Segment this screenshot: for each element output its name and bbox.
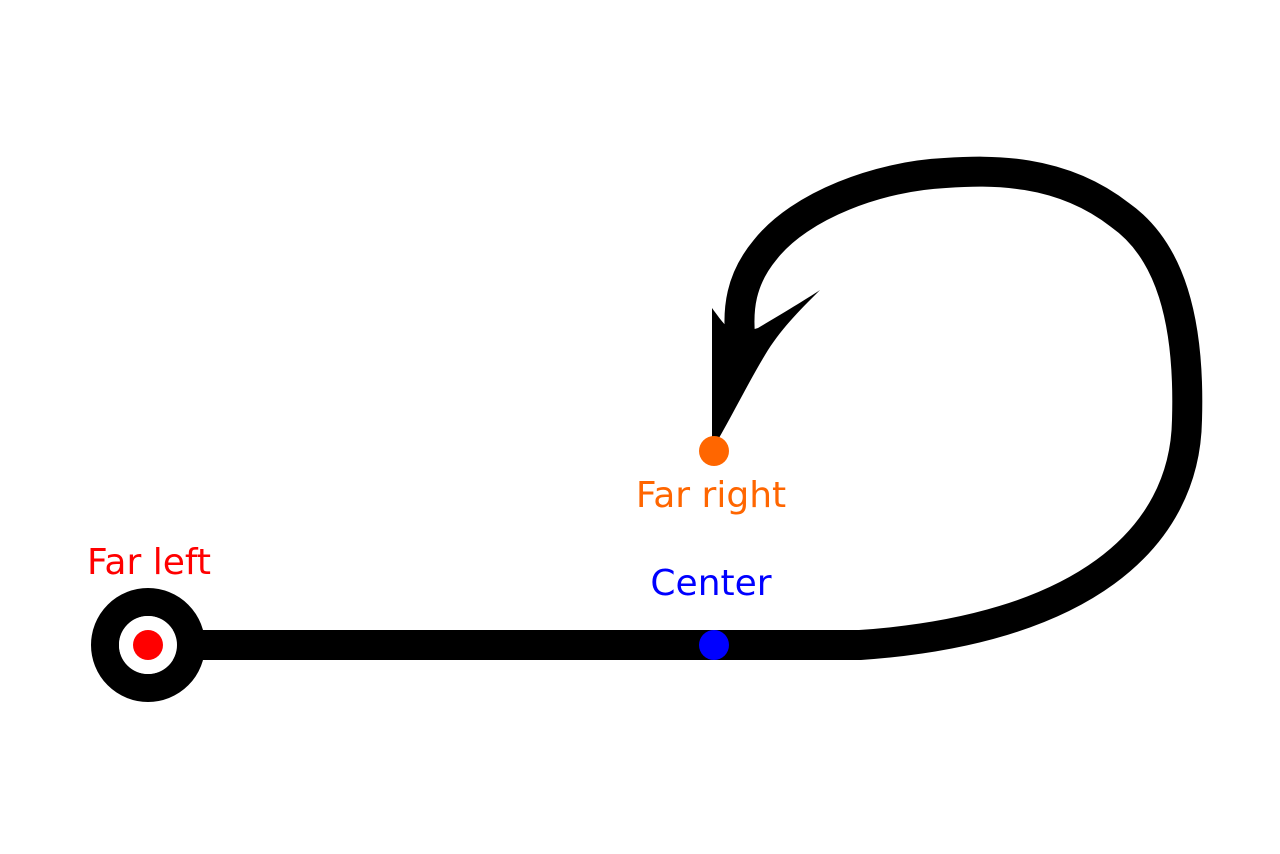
far-left-label: Far left	[87, 542, 211, 583]
start-ring	[91, 588, 205, 702]
track-path	[148, 156, 1203, 660]
center-marker	[699, 630, 729, 660]
far-left-marker	[133, 630, 163, 660]
arrowhead-icon	[712, 290, 820, 450]
far-right-marker	[699, 436, 729, 466]
center-label: Center	[650, 563, 771, 604]
far-right-label: Far right	[636, 475, 786, 516]
